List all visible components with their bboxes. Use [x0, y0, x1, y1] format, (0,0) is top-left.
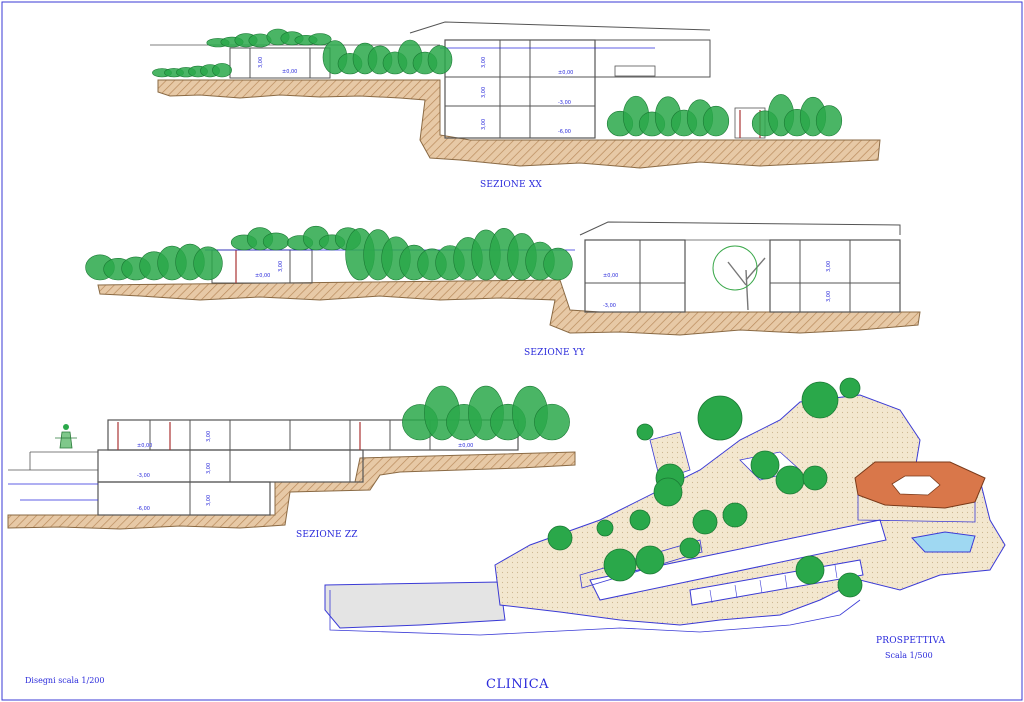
zz-lower-floor: [97, 481, 271, 516]
tree: [837, 572, 863, 598]
tree: [839, 377, 861, 399]
tree: [722, 502, 748, 528]
level-marker: ±0,00: [255, 273, 270, 279]
building-yy-right: [769, 239, 901, 313]
roof-xx: [409, 21, 711, 34]
height-dimension: 3,00: [278, 261, 284, 272]
height-dimension: 3,00: [206, 495, 212, 506]
tree: [801, 381, 839, 419]
section-xx-label: SEZIONE XX: [480, 180, 543, 190]
tree: [802, 465, 828, 491]
pavilion-xx: [229, 47, 331, 79]
level-marker: -3,00: [137, 473, 150, 479]
level-marker: -6,00: [137, 506, 150, 512]
tree: [815, 105, 843, 137]
perspective-plinth: [324, 581, 506, 629]
level-marker: ±0,00: [558, 70, 573, 76]
level-markers: ±0,00 ±0,00 -3,00 -6,00 3,00 3,00 3,00 3,00 ±0,0…: [137, 57, 832, 512]
tree: [427, 45, 453, 75]
height-dimension: 3,00: [258, 57, 264, 68]
height-dimension: 3,00: [481, 87, 487, 98]
sheet-title: CLINICA: [486, 677, 550, 692]
tree: [702, 105, 730, 137]
level-marker: -6,00: [558, 129, 571, 135]
level-marker: -3,00: [603, 303, 616, 309]
sculpture-icon: [55, 424, 77, 449]
ground-yy: [97, 279, 921, 336]
octagonal-roof: [854, 461, 986, 509]
ground-zz: [7, 451, 576, 530]
tree: [679, 537, 701, 559]
tree: [547, 525, 573, 551]
scale-note: Disegni scala 1/200: [25, 676, 105, 685]
height-dimension: 3,00: [826, 291, 832, 302]
perspective-label: PROSPETTIVA: [876, 636, 946, 646]
pool: [911, 531, 976, 553]
tree: [692, 509, 718, 535]
height-dimension: 3,00: [826, 261, 832, 272]
tree: [750, 450, 780, 480]
level-marker: ±0,00: [603, 273, 618, 279]
level-marker: ±0,00: [137, 443, 152, 449]
tree: [308, 33, 332, 46]
tree: [212, 63, 232, 78]
height-dimension: 3,00: [481, 119, 487, 130]
height-dimension: 3,00: [206, 463, 212, 474]
height-dimension: 3,00: [481, 57, 487, 68]
tree: [543, 247, 573, 281]
ground-xx: [157, 79, 881, 169]
tree: [262, 232, 290, 251]
height-dimension: 3,00: [206, 431, 212, 442]
trees: [85, 28, 863, 598]
level-marker: ±0,00: [282, 69, 297, 75]
tree: [193, 246, 223, 281]
section-yy-label: SEZIONE YY: [524, 348, 586, 358]
tree: [596, 519, 614, 537]
level-marker: ±0,00: [458, 443, 473, 449]
tree: [636, 423, 654, 441]
tree: [697, 395, 743, 441]
tree: [603, 548, 637, 582]
level-marker: -3,00: [558, 100, 571, 106]
tree: [534, 403, 570, 441]
building-yy-left: [584, 239, 686, 313]
section-xx: [150, 21, 881, 169]
roof-yy: [579, 221, 901, 236]
tree: [629, 509, 651, 531]
tree: [635, 545, 665, 575]
perspective-scale: Scala 1/500: [885, 651, 933, 660]
courtyard-tree-yy: [727, 257, 766, 311]
tree: [775, 465, 805, 495]
tree: [795, 555, 825, 585]
section-zz-label: SEZIONE ZZ: [296, 530, 358, 540]
tree: [653, 477, 683, 507]
building-xx: [444, 39, 596, 139]
